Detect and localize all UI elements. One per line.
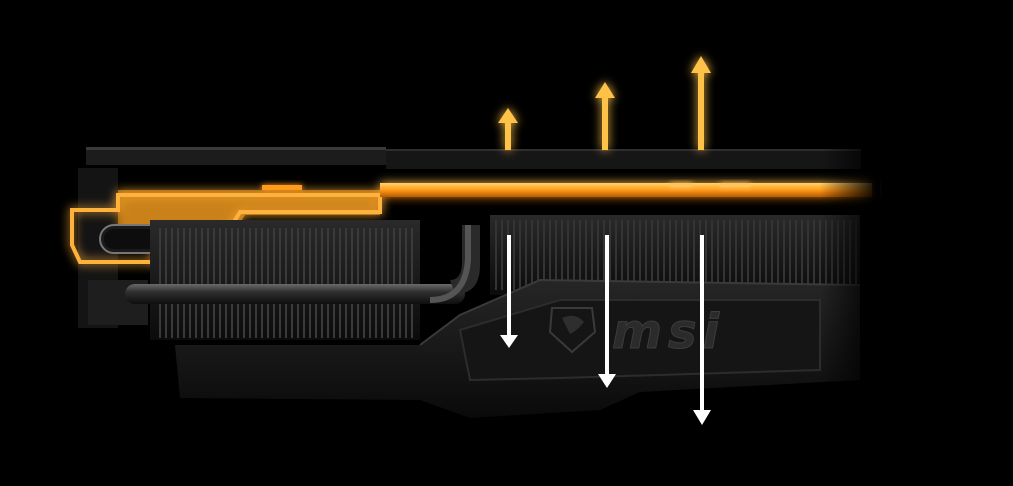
- logo-text: msi: [612, 304, 725, 360]
- fan-shroud: [175, 278, 861, 418]
- right-fade: [820, 130, 880, 430]
- cool-air-arrow-down: [693, 235, 711, 425]
- cool-air-arrow-down: [598, 235, 616, 388]
- cool-air-arrows: [500, 235, 711, 425]
- hot-air-arrow-up: [498, 108, 518, 150]
- cool-air-arrow-down: [500, 235, 518, 348]
- heatsink-fins-right: [490, 215, 860, 295]
- dragon-shield-icon: [548, 307, 597, 354]
- hot-air-arrow-up: [691, 56, 711, 150]
- backplate: [86, 147, 861, 169]
- hot-air-arrows: [498, 56, 711, 150]
- heatpipe: [125, 225, 480, 304]
- hot-air-arrow-up: [595, 82, 615, 150]
- glow-traces: [262, 183, 750, 190]
- heatsink-fins-left: [150, 220, 420, 340]
